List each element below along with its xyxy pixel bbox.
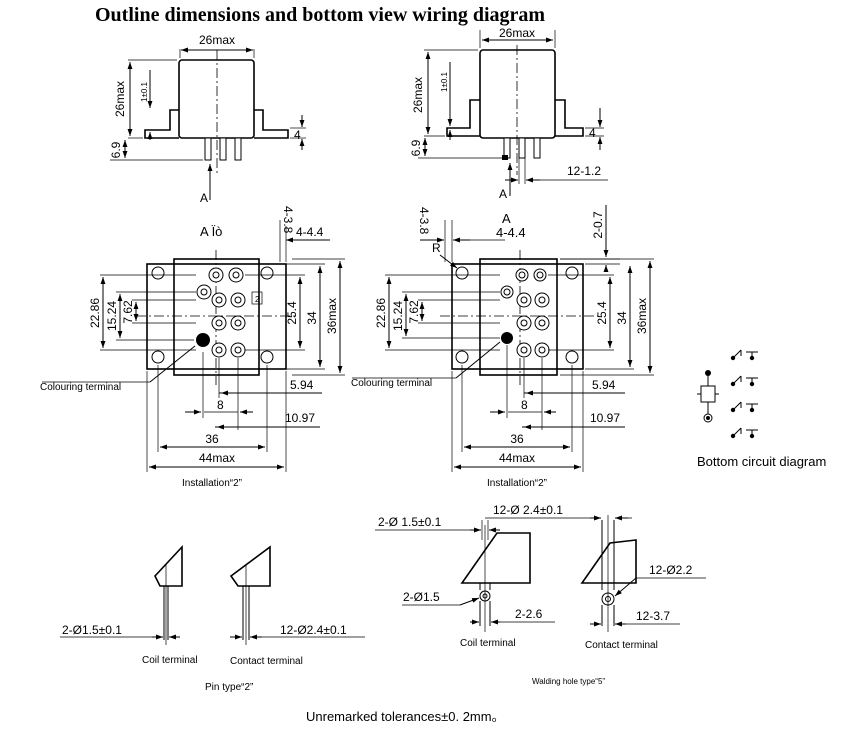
right-mount-dim: 4 [589, 126, 596, 140]
pin-contact-dim: 12-Ø2.4±0.1 [280, 623, 347, 637]
tolerance-note: Unremarked tolerances±0. 2mm。 [306, 709, 505, 724]
right-7-62-dim: 7.62 [407, 300, 421, 324]
left-7-62-dim: 7.62 [121, 300, 135, 324]
right-36-dim: 36 [510, 432, 524, 446]
left-height-dim: 26max [113, 81, 127, 117]
right-10-97-dim: 10.97 [590, 411, 620, 425]
pin-type-2: 2-Ø1.5±0.1 Coil terminal 12-Ø2.4±0.1 Con… [60, 544, 365, 693]
left-mount-dim: 4 [294, 128, 301, 142]
right-36max-dim: 36max [635, 298, 649, 334]
left-34-dim: 34 [305, 311, 319, 325]
right-8-dim: 8 [521, 398, 528, 412]
left-view-arrow: A [200, 191, 208, 205]
weld-contact-label: Contact terminal [585, 640, 658, 651]
right-44max-dim: 44max [499, 451, 535, 465]
right-tol-dim: 1±0.1 [440, 71, 449, 92]
right-hole-dim: 4-3.8 [417, 207, 431, 235]
left-width-dim: 26max [199, 33, 235, 47]
contact-symbols [730, 349, 758, 439]
left-25-4-dim: 25.4 [285, 301, 299, 325]
weld-contact-hole: 12-Ø2.2 [649, 563, 693, 577]
weld-type-label: Walding hole type“5” [532, 677, 605, 686]
right-15-24-dim: 15.24 [391, 301, 405, 331]
weld-coil-label: Coil terminal [460, 638, 516, 649]
page-title: Outline dimensions and bottom view wirin… [95, 4, 545, 26]
pin-coil-label: Coil terminal [142, 655, 198, 666]
right-pin-grid [500, 268, 550, 358]
left-10-97-dim: 10.97 [285, 411, 315, 425]
weld-contact-len: 12-3.7 [636, 609, 670, 623]
circuit-diagram: Bottom circuit diagram [697, 349, 826, 469]
left-44max-dim: 44max [199, 451, 235, 465]
pin-contact-label: Contact terminal [230, 656, 303, 667]
right-view-arrow: A [499, 187, 507, 201]
left-pin-mark: 2 [255, 295, 260, 304]
left-36max-dim: 36max [325, 298, 339, 334]
left-slot-dim: 4-4.4 [296, 225, 324, 239]
pin-coil-dim: 2-Ø1.5±0.1 [62, 623, 122, 637]
left-5-94-dim: 5.94 [290, 378, 314, 392]
right-2-0-7-dim: 2-0.7 [591, 211, 605, 239]
right-22-86-dim: 22.86 [374, 298, 388, 328]
right-width-dim: 26max [499, 26, 535, 40]
weld-type-5: 2-Ø 1.5±0.1 2-Ø1.5 2-2.6 Coil terminal 1… [375, 503, 706, 686]
left-bottom-view: A Ïò 2 4-4.4 4-3.8 36max [40, 206, 345, 489]
right-bottom-view: A 4-4.4 R 4-3.8 [351, 205, 654, 489]
left-view-label: A Ïò [200, 224, 222, 239]
pin-type-label: Pin type“2” [205, 682, 253, 693]
right-pin-dim: 6.9 [409, 139, 423, 156]
right-5-94-dim: 5.94 [592, 378, 616, 392]
right-25-4-dim: 25.4 [595, 301, 609, 325]
right-side-view: 26max 26max 1±0.1 4 6.9 12-1.2 A [409, 26, 608, 201]
left-side-view: 26max 26max 1±0.1 4 6.9 A [109, 33, 306, 205]
right-height-dim: 26max [411, 77, 425, 113]
right-install-label: Installation“2” [487, 478, 547, 489]
left-pin-dim: 6.9 [109, 141, 123, 158]
left-22-86-dim: 22.86 [88, 298, 102, 328]
right-view-label: A [502, 211, 511, 226]
circuit-label: Bottom circuit diagram [697, 454, 826, 469]
right-radius-label: R [432, 241, 441, 255]
left-pin-grid [196, 267, 246, 358]
right-pitch-dim: 12-1.2 [567, 164, 601, 178]
right-colour-label: Colouring terminal [351, 378, 432, 389]
weld-coil-top-dim: 2-Ø 1.5±0.1 [378, 515, 442, 529]
right-34-dim: 34 [615, 311, 629, 325]
left-8-dim: 8 [217, 398, 224, 412]
right-view-label-2: 4-4.4 [496, 225, 526, 240]
weld-coil-len: 2-2.6 [515, 607, 543, 621]
coil-symbol [697, 370, 719, 423]
weld-contact-top-dim: 12-Ø 2.4±0.1 [493, 503, 563, 517]
left-36-dim: 36 [205, 432, 219, 446]
left-15-24-dim: 15.24 [105, 301, 119, 331]
left-colour-label: Colouring terminal [40, 382, 121, 393]
left-tol-dim: 1±0.1 [140, 81, 149, 102]
left-hole-dim: 4-3.8 [281, 206, 295, 234]
weld-coil-hole: 2-Ø1.5 [403, 590, 440, 604]
left-install-label: Installation“2” [182, 478, 242, 489]
